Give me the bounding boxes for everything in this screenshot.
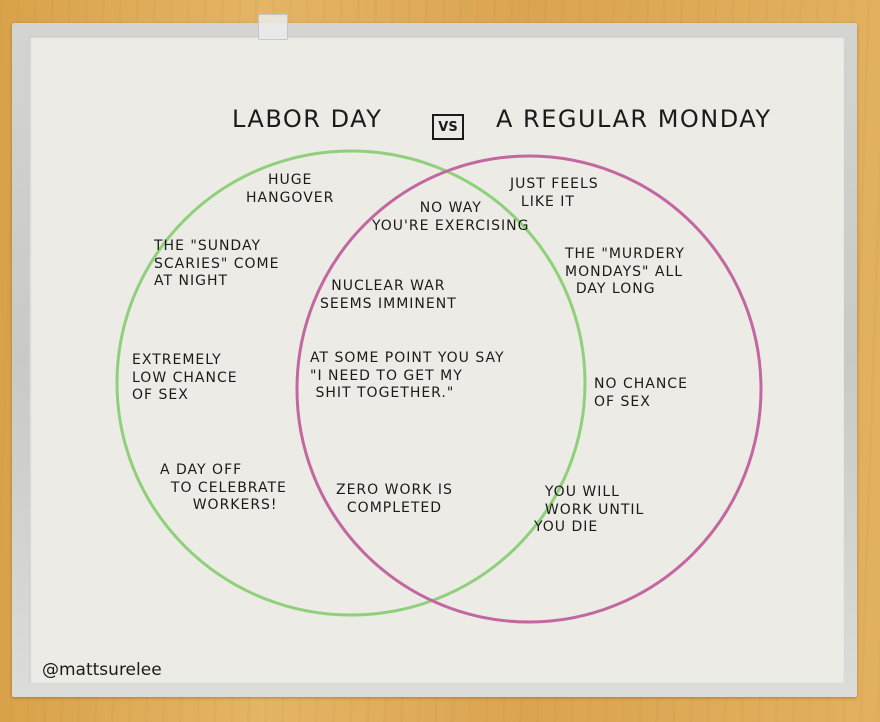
vs-badge: VS	[432, 114, 464, 140]
title-regular-monday: A Regular Monday	[496, 105, 772, 133]
both-item-nuclear-war: Nuclear war seems imminent	[320, 278, 457, 312]
right-item-no-chance: No chance of sex	[594, 376, 688, 410]
left-item-sunday-scaries: The "Sunday Scaries" come at night	[154, 238, 280, 289]
right-item-feels-like-it: Just feels like it	[510, 176, 599, 210]
left-item-low-chance: Extremely low chance of sex	[132, 352, 238, 403]
mounting-clip	[258, 14, 288, 40]
left-item-day-off: A day off to celebrate workers!	[160, 462, 287, 513]
right-item-murdery-mondays: The "murdery mondays" all day long	[565, 246, 685, 297]
author-credit: @mattsurelee	[42, 660, 162, 680]
whiteboard-surface	[29, 36, 844, 683]
both-item-zero-work: Zero work is completed	[336, 482, 453, 516]
regular-monday-circle	[295, 154, 763, 624]
both-item-get-together: At some point you say "I need to get my …	[310, 350, 505, 401]
right-item-work-until-die: you will work until you die	[534, 484, 645, 535]
title-labor-day: Labor Day	[232, 105, 383, 133]
both-item-no-exercise: No way you're exercising	[372, 200, 530, 234]
labor-day-circle	[115, 149, 587, 617]
left-item-hangover: Huge Hangover	[246, 172, 335, 206]
